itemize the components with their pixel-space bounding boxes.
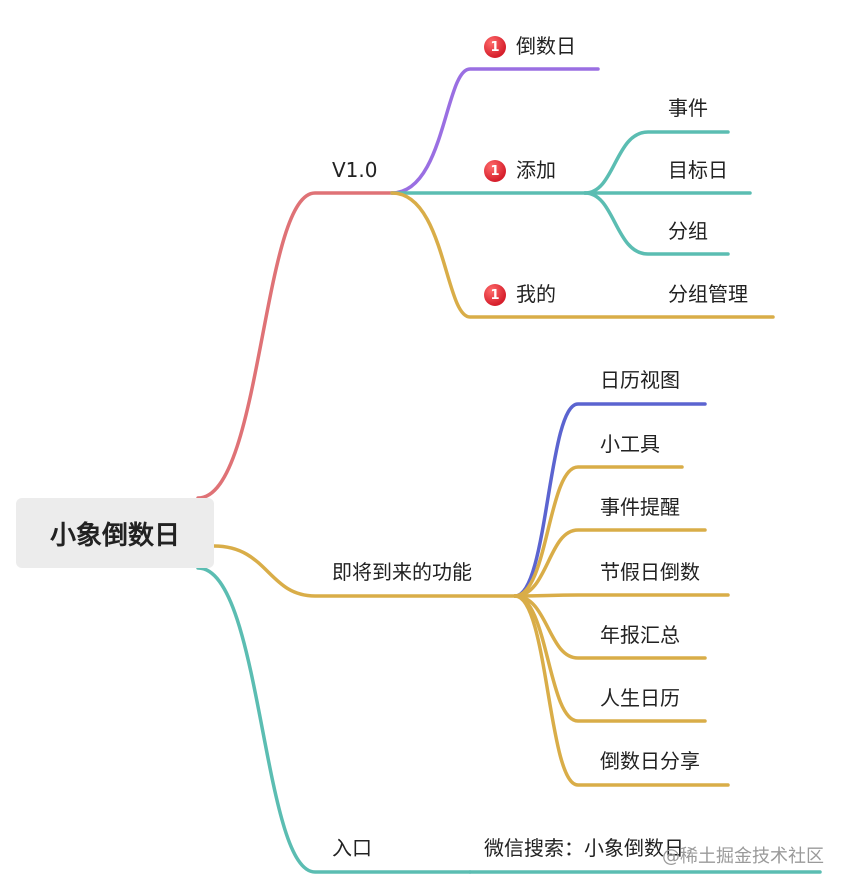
node-widget-label[interactable]: 小工具 [600, 432, 660, 456]
branch-entry-label[interactable]: 入口 [332, 836, 372, 860]
node-annual-report-label[interactable]: 年报汇总 [600, 623, 680, 647]
priority-1-icon: 1 [484, 160, 506, 182]
edge-v1-countdown [390, 67, 600, 195]
edge-add-event [583, 130, 730, 195]
node-group-manage-label[interactable]: 分组管理 [668, 282, 748, 306]
node-holiday-countdown-label[interactable]: 节假日倒数 [600, 560, 700, 584]
edge-upcoming-child [513, 528, 707, 598]
node-event-label[interactable]: 事件 [668, 96, 708, 120]
edge-root-v1 [196, 191, 394, 500]
node-reminder-label[interactable]: 事件提醒 [600, 495, 680, 519]
node-share-label[interactable]: 倒数日分享 [600, 749, 700, 773]
watermark: @稀土掘金技术社区 [662, 846, 824, 867]
node-mine-label[interactable]: 我的 [516, 282, 556, 306]
node-add-label[interactable]: 添加 [516, 158, 556, 182]
edge-upcoming-child [513, 594, 730, 787]
node-life-calendar-label[interactable]: 人生日历 [600, 686, 680, 710]
node-target-date-label[interactable]: 目标日 [668, 158, 728, 182]
branch-upcoming-label[interactable]: 即将到来的功能 [332, 560, 472, 584]
edge-upcoming-child [513, 593, 730, 598]
root-node[interactable]: 小象倒数日 [16, 498, 214, 568]
edge-add-group [583, 191, 730, 256]
edge-root-upcoming [212, 544, 517, 598]
node-calendar-view-label[interactable]: 日历视图 [600, 368, 680, 392]
node-group-label[interactable]: 分组 [668, 219, 708, 243]
edge-v1-mine [390, 191, 775, 319]
branch-v1-label[interactable]: V1.0 [332, 158, 378, 182]
edge-upcoming-child [513, 465, 684, 598]
node-wechat-search-label[interactable]: 微信搜索：小象倒数日 [484, 836, 684, 860]
edge-upcoming-child [513, 402, 707, 598]
priority-1-icon: 1 [484, 36, 506, 58]
edge-root-entry [196, 566, 472, 874]
priority-1-icon: 1 [484, 284, 506, 306]
node-countdown-label[interactable]: 倒数日 [516, 34, 576, 58]
